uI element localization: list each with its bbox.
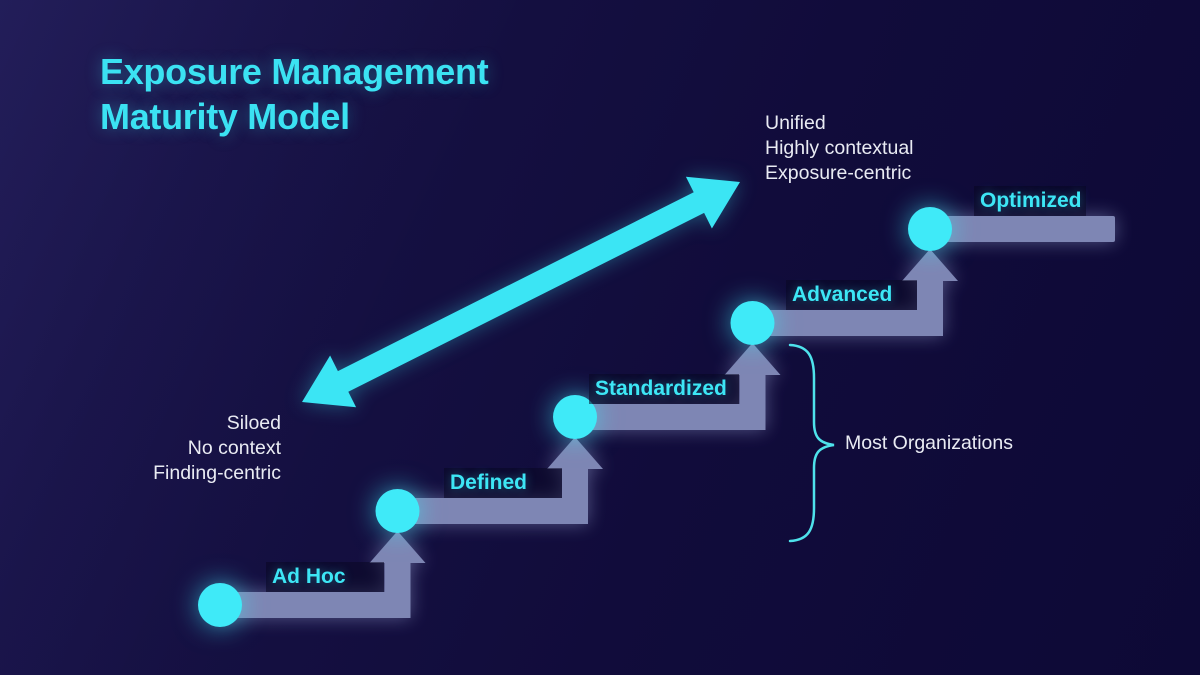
step-label-defined-text: Defined [450,471,528,494]
arrow-top-annotation-line3: Exposure-centric [765,162,912,184]
step-label-advanced-text: Advanced [792,283,893,306]
arrow-top-annotation-line2: Highly contextual [765,137,914,159]
page-title: Exposure Management Maturity Model [100,49,489,139]
step-label-optimized-text: Optimized [980,189,1082,212]
step-bar-ad-hoc [216,531,426,618]
node-optimized [908,207,952,251]
step-label-ad-hoc-text: Ad Hoc [272,565,346,588]
step-label-standardized-text: Standardized [595,377,727,400]
most-organizations-label: Most Organizations [845,432,1013,454]
node-ad-hoc [198,583,242,627]
page-title-line1: Exposure Management [100,51,489,92]
step-label-defined: Defined [444,468,562,498]
step-label-optimized: Optimized [974,186,1086,216]
step-label-standardized: Standardized [589,374,739,404]
step-label-advanced: Advanced [786,280,917,310]
step-bar-defined [393,437,603,524]
arrow-bottom-annotation-line2: No context [187,437,281,459]
step-bar-optimized [926,216,1115,242]
arrow-bottom-annotation-line1: Siloed [226,412,281,434]
maturity-direction-double-arrow-icon [302,176,740,408]
step-bar-advanced [748,249,958,336]
step-label-ad-hoc: Ad Hoc [266,562,384,592]
arrow-top-annotation-line1: Unified [765,112,826,134]
arrow-bottom-annotation-line3: Finding-centric [153,462,281,484]
arrow-bottom-annotation: Siloed No context Finding-centric [153,411,281,486]
arrow-top-annotation: Unified Highly contextual Exposure-centr… [765,111,914,186]
node-standardized [553,395,597,439]
page-title-line2: Maturity Model [100,96,350,137]
step-bar-standardized [571,343,781,430]
node-advanced [730,301,775,345]
most-organizations-brace-icon [788,343,835,543]
node-defined [375,489,420,533]
